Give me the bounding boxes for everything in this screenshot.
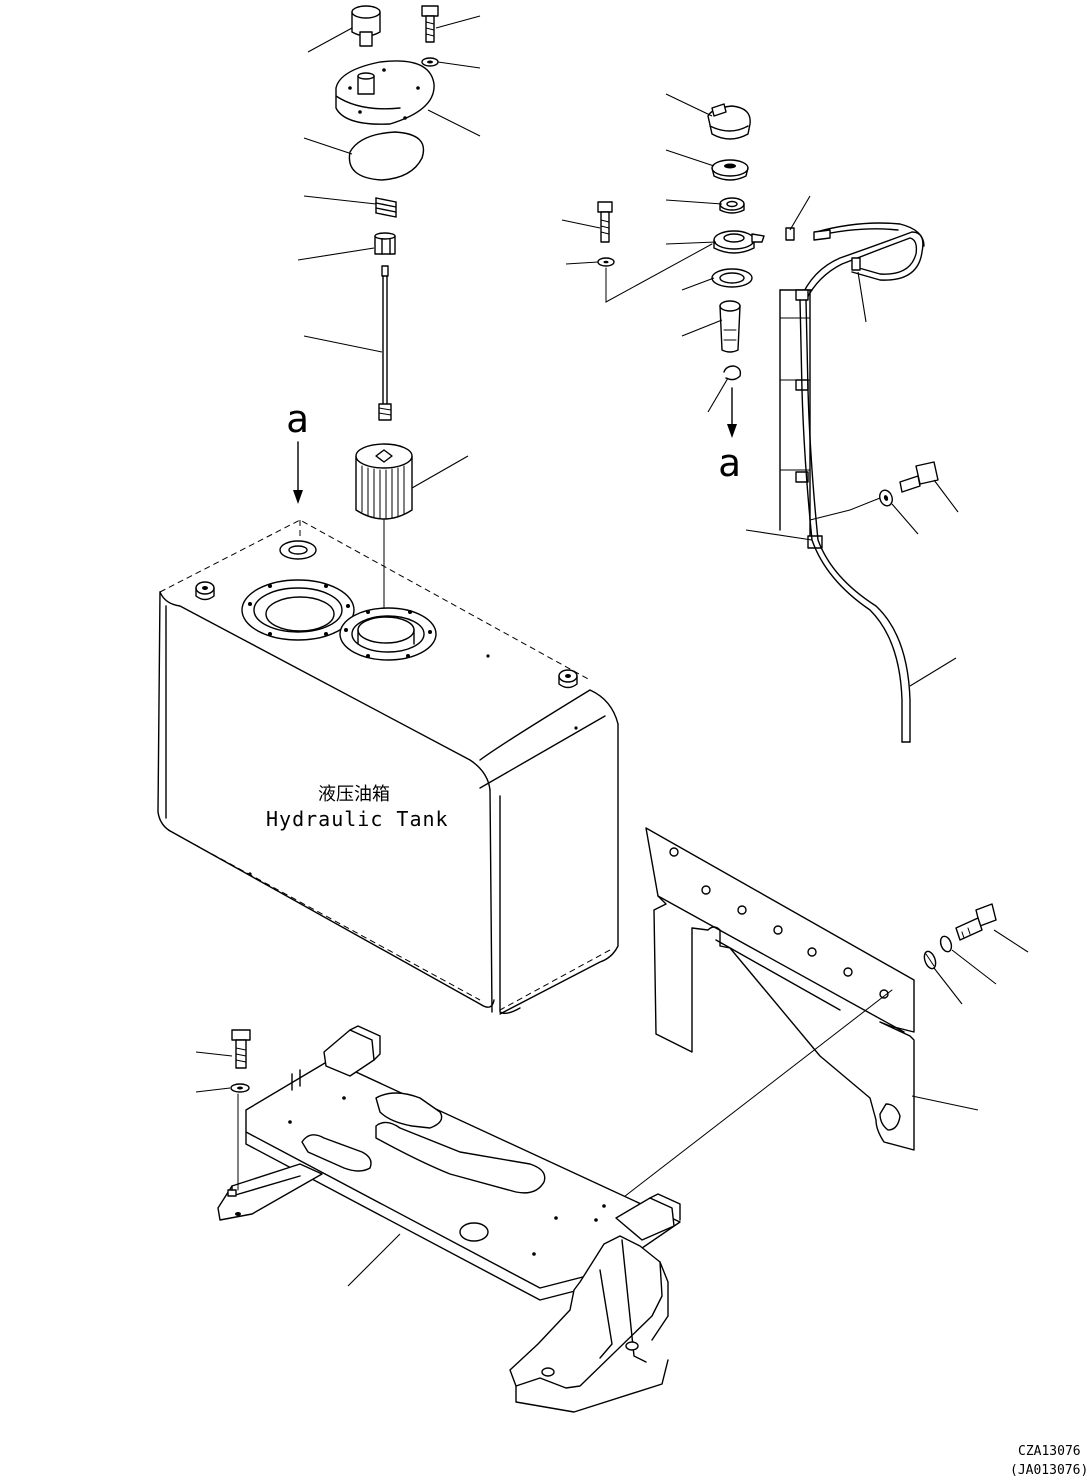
flange-gasket [711,268,753,288]
mounting-frame [217,1025,681,1413]
leader-lines [195,15,1029,1287]
level-gauge-assembly [779,222,925,743]
bolt-frame [231,1029,251,1069]
o-ring-gasket [348,131,425,181]
cap-seal-washer [711,159,749,181]
view-label-right: a [718,441,741,485]
drawing-code: CZA13076 [1018,1444,1081,1459]
filter-rod [378,265,392,421]
view-marker-right: a [718,387,741,485]
nut [374,232,396,255]
cover-bolt-top [421,5,439,43]
breather-cap [351,5,381,47]
bolt-right-mid [899,461,939,493]
cover-washer [421,57,439,67]
view-marker-left: a [286,397,309,504]
washer-bracket-outer [939,935,953,953]
filter-element [355,443,413,520]
filler-cap [707,103,751,140]
spring [375,197,397,218]
tank-label-cn: 液压油箱 [318,784,390,805]
washer-bracket-inner [923,950,937,970]
cap-nut-ring [719,197,745,214]
bolt-bracket [955,903,997,941]
tank-label-en: Hydraulic Tank [266,807,449,831]
bracket-plate [645,827,915,1151]
washer-frame [230,1083,250,1093]
hydraulic-tank: 液压油箱 Hydraulic Tank [157,519,619,1015]
bolt-right-upper [597,201,613,243]
drawing-code-alt: (JA013076) [1010,1463,1087,1478]
washer-right-mid [879,489,893,507]
filter-cover-plate [335,60,435,125]
view-label-left: a [286,397,309,441]
snap-ring [723,365,742,381]
flange-with-tab [713,230,765,254]
strainer-tube [719,300,741,353]
washer-right-upper [597,257,615,267]
